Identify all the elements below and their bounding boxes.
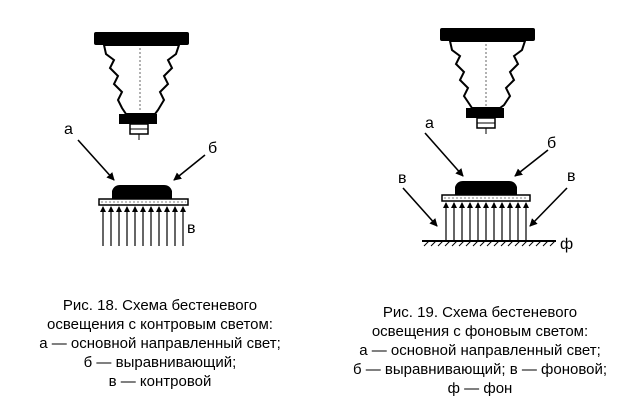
label-v-right: в xyxy=(567,168,576,185)
caption-left-line-3: а — основной направленный свет; xyxy=(39,335,281,352)
caption-right-line-4: б — выравнивающий; в — фоновой; xyxy=(352,361,608,378)
figure-right: а б в в ф xyxy=(398,28,576,253)
caption-left-line-1: Рис. 18. Схема бестеневого xyxy=(62,297,258,314)
object-left xyxy=(112,185,172,199)
label-a-right: а xyxy=(425,115,434,132)
label-b-right: б xyxy=(547,135,556,152)
arrow-v-left-right xyxy=(402,187,438,227)
label-v-left: в xyxy=(187,220,196,237)
object-right xyxy=(455,181,517,195)
background-surface xyxy=(422,240,556,247)
figure-left: а б в xyxy=(64,32,217,246)
arrow-a-right xyxy=(424,132,464,177)
caption-right-line-5: ф — фон xyxy=(447,380,513,397)
label-b-left: б xyxy=(208,140,217,157)
lamp-right xyxy=(440,28,535,134)
caption-left-line-5: в — контровой xyxy=(108,373,212,390)
stage-left xyxy=(98,198,189,206)
arrow-a-left xyxy=(77,139,115,181)
figures: а б в xyxy=(64,28,576,253)
label-f: ф xyxy=(560,236,573,253)
backlight-rays-left xyxy=(100,206,186,246)
caption-right-line-3: а — основной направленный свет; xyxy=(359,342,601,359)
caption-left-line-4: б — выравнивающий; xyxy=(83,354,237,371)
caption-right: Рис. 19. Схема бестеневого освещения с ф… xyxy=(330,303,630,398)
caption-left-line-2: освещения с контровым светом: xyxy=(47,316,273,333)
label-v-left: в xyxy=(398,170,407,187)
arrow-v-right-right xyxy=(529,187,568,227)
lamp-left xyxy=(94,32,189,140)
caption-right-line-2: освещения с фоновым светом: xyxy=(371,323,589,340)
caption-left: Рис. 18. Схема бестеневого освещения с к… xyxy=(10,296,310,391)
arrow-b-right xyxy=(514,149,549,177)
background-rays-right xyxy=(443,202,529,240)
caption-right-line-1: Рис. 19. Схема бестеневого xyxy=(382,304,578,321)
arrow-b-left xyxy=(173,154,206,181)
label-a-left: а xyxy=(64,121,73,138)
